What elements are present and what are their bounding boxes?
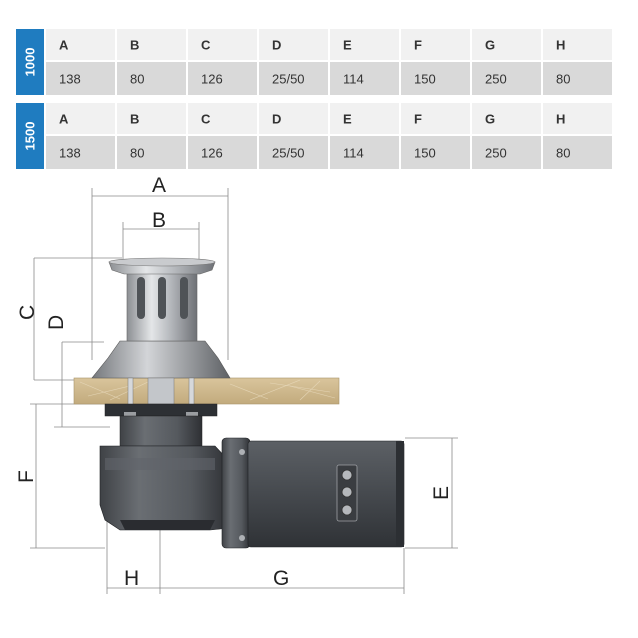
value-cell: 80 [130, 145, 145, 160]
model-tab: 1000 [16, 29, 44, 95]
header-cell: D [272, 37, 282, 52]
header-cell: F [414, 111, 422, 126]
spec-table-1500: 1500 A 138 B 80 C 126 D 25/50 E 114 F 150 G 250… [16, 103, 619, 169]
dim-label-g: G [273, 567, 289, 590]
motor-flange [221, 437, 251, 549]
dim-label-h: H [124, 567, 139, 590]
col-a: A 138 [46, 29, 115, 95]
header-cell: B [130, 37, 140, 52]
capstan-cone [91, 340, 231, 379]
windlass-drawing: A B C D F E H G [15, 175, 458, 594]
value-cell: 126 [201, 71, 223, 86]
header-cell: H [556, 111, 566, 126]
dim-label-b: B [152, 209, 166, 232]
header-cell: B [130, 111, 140, 126]
value-cell: 114 [343, 71, 364, 86]
dim-label-a: A [152, 175, 166, 197]
dim-label-e: E [430, 486, 453, 500]
spec-table-1000: 1000 A 138 B 80 C 126 D 25/50 E 114 F 150 G 250… [16, 29, 619, 95]
col-f: F 150 [401, 29, 470, 95]
col-e: E 114 [330, 103, 399, 169]
header-cell: F [414, 37, 422, 52]
header-cell: C [201, 37, 211, 52]
shaft-housing [119, 415, 203, 447]
header-cell: A [59, 111, 69, 126]
value-cell: 138 [59, 71, 81, 86]
base-plate [104, 403, 218, 417]
motor-body [247, 440, 405, 548]
mounting-studs [127, 377, 195, 413]
dim-label-c: C [16, 305, 39, 320]
col-c: C 126 [188, 103, 257, 169]
value-cell: 250 [485, 145, 507, 160]
model-label: 1500 [22, 121, 38, 151]
capstan-slots [137, 277, 188, 319]
dim-label-f: F [15, 470, 38, 483]
deck-plank [73, 377, 340, 405]
value-cell: 25/50 [272, 71, 305, 86]
col-h: H 80 [543, 103, 612, 169]
model-tab: 1500 [16, 103, 44, 169]
col-e: E 114 [330, 29, 399, 95]
col-b: B 80 [117, 103, 186, 169]
value-cell: 150 [414, 145, 436, 160]
dimension-lines [30, 188, 458, 594]
header-cell: G [485, 111, 496, 126]
col-f: F 150 [401, 103, 470, 169]
col-d: D 25/50 [259, 103, 328, 169]
value-cell: 80 [130, 71, 145, 86]
flange-bolts [239, 449, 245, 541]
header-cell: D [272, 111, 282, 126]
value-cell: 80 [556, 145, 571, 160]
col-g: G 250 [472, 103, 541, 169]
col-a: A 138 [46, 103, 115, 169]
value-cell: 114 [343, 145, 364, 160]
header-cell: H [556, 37, 566, 52]
header-cell: C [201, 111, 211, 126]
header-cell: A [59, 37, 69, 52]
header-cell: E [343, 37, 352, 52]
value-cell: 250 [485, 71, 507, 86]
value-cell: 150 [414, 71, 436, 86]
col-b: B 80 [117, 29, 186, 95]
model-label: 1000 [22, 47, 38, 77]
value-cell: 25/50 [272, 145, 305, 160]
col-c: C 126 [188, 29, 257, 95]
col-g: G 250 [472, 29, 541, 95]
value-cell: 126 [201, 145, 223, 160]
value-cell: 138 [59, 145, 81, 160]
col-d: D 25/50 [259, 29, 328, 95]
header-cell: G [485, 37, 496, 52]
terminal-block [336, 464, 358, 522]
value-cell: 80 [556, 71, 571, 86]
header-cell: E [343, 111, 352, 126]
dim-label-d: D [45, 315, 68, 330]
col-h: H 80 [543, 29, 612, 95]
